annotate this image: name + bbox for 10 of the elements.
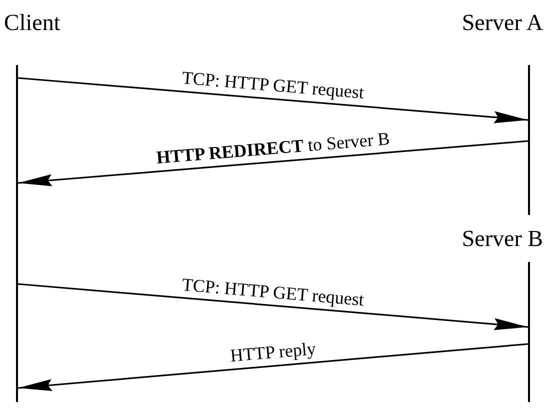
lifeline [528,262,530,402]
message-arrow [18,283,528,330]
message-arrow [18,77,528,124]
participant-label: Server B [462,226,543,252]
participant-label: Server A [462,10,543,36]
message-arrow [18,343,528,392]
lifeline [16,65,18,402]
participant-label: Client [4,10,60,36]
message-arrow [18,140,528,186]
lifeline [528,65,530,215]
